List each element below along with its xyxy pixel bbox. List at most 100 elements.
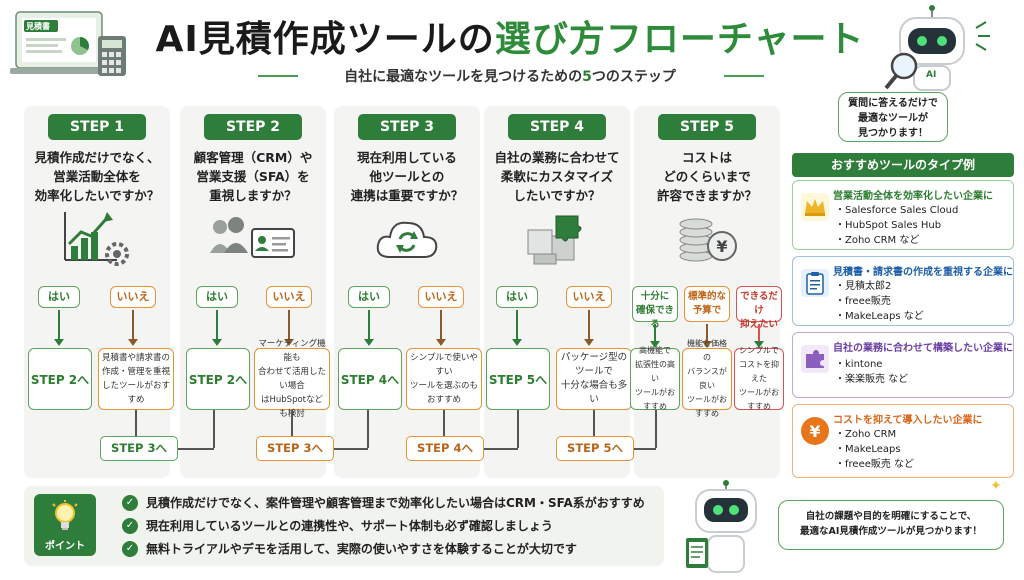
recommend-item: ・見積太郎2: [835, 281, 892, 292]
step-1-no-pill: いいえ: [110, 286, 156, 308]
step-2-yes-pill: はい: [196, 286, 238, 308]
point-badge: ポイント: [34, 494, 96, 556]
title-main: AI見積作成ツールの: [155, 19, 495, 60]
recommend-item: ・MakeLeaps など: [835, 311, 924, 322]
step-5-badge: STEP 5: [658, 114, 756, 140]
recommend-group-title: コストを抑えて導入したい企業に: [833, 415, 983, 426]
step-5-option-2-pill: 標準的な予算で: [684, 286, 730, 322]
tip-1: ✓ 見積作成だけでなく、案件管理や顧客管理まで効率化したい場合はCRM・SFA系が…: [122, 494, 645, 511]
bubble-line-3: 見つかります！: [858, 128, 928, 139]
recommend-item: ・freee販売: [835, 296, 891, 307]
step-1-to-2-connector: [178, 448, 214, 450]
recommend-group-cost: ¥ コストを抑えて導入したい企業に ・Zoho CRM ・MakeLeaps ・…: [792, 404, 1014, 478]
step-4-badge: STEP 4: [508, 114, 606, 140]
step-2-next: STEP 3へ: [256, 436, 334, 461]
puzzle-icon: [484, 208, 630, 268]
step-5-option-1-pill: 十分に確保できる: [632, 286, 678, 330]
bubble-line-1: 質問に答えるだけで: [848, 98, 938, 109]
step-2-no-result: マーケティング機能も合わせて活用したい場合はHubSpotなども検討: [254, 339, 330, 419]
step-2-up-connector: [213, 410, 215, 448]
tip-text: 無料トライアルやデモを活用して、実際の使いやすさを体験することが大切です: [146, 542, 577, 556]
recommend-item: ・HubSpot Sales Hub: [835, 220, 942, 231]
step-1-next: STEP 3へ: [100, 436, 178, 461]
check-icon: ✓: [122, 494, 138, 511]
puzzle-icon: [801, 345, 829, 373]
step-3-no-arrow: [436, 310, 446, 346]
step-3-next: STEP 4へ: [406, 436, 484, 461]
crown-icon: [801, 193, 829, 221]
step-3-up-connector: [367, 410, 369, 448]
bubble-line-2: 最適なツールが: [858, 113, 928, 124]
recommend-item: ・Zoho CRM: [835, 429, 897, 440]
step-2-yes-arrow: [212, 310, 222, 346]
step-4-no-result: パッケージ型のツールで十分な場合も多い: [556, 348, 632, 410]
subtitle-line-right: [724, 75, 764, 77]
robot-magnifier-illustration: AI: [880, 4, 1000, 94]
step-3-yes-result: STEP 4へ: [338, 348, 402, 410]
step-4-no-arrow: [584, 310, 594, 346]
tip-text: 見積作成だけでなく、案件管理や顧客管理まで効率化したい場合はCRM・SFA系がお…: [146, 496, 645, 510]
customer-management-icon: [180, 208, 326, 268]
page-subtitle: 自社に最適なツールを見つけるための5つのステップ: [250, 66, 770, 86]
recommend-item: ・kintone: [835, 359, 883, 370]
step-3-yes-arrow: [364, 310, 374, 346]
step-3-yes-pill: はい: [348, 286, 390, 308]
recommend-group-custom: 自社の業務に合わせて構築したい企業に ・kintone ・楽楽販売 など: [792, 332, 1014, 398]
step-4-yes-pill: はい: [496, 286, 538, 308]
step-3-no-pill: いいえ: [418, 286, 464, 308]
recommend-group-title: 見積書・請求書の作成を重視する企業に: [833, 267, 1013, 278]
lightbulb-icon: [52, 500, 78, 530]
step-4-yes-result: STEP 5へ: [486, 348, 550, 410]
step-3-badge: STEP 3: [358, 114, 456, 140]
laptop-illustration: 見積書: [10, 6, 130, 86]
step-2-question: 顧客管理（CRM）や営業支援（SFA）を重視しますか？: [193, 150, 313, 203]
step-3-connector: [443, 410, 445, 436]
step-4-yes-arrow: [512, 310, 522, 346]
step-2-to-3-connector: [334, 448, 368, 450]
cloud-sync-icon: [334, 208, 480, 268]
step-1-no-result: 見積書や請求書の作成・管理を重視したツールがおすすめ: [98, 348, 174, 410]
recommend-group-title: 自社の業務に合わせて構築したい企業に: [833, 343, 1013, 354]
title-highlight: 選び方フローチャート: [494, 19, 865, 60]
check-icon: ✓: [122, 517, 138, 534]
svg-text:¥: ¥: [716, 237, 727, 256]
coins-yen-icon: ¥: [634, 208, 780, 268]
closing-speech-bubble: 自社の課題や目的を明確にすることで、 最適なAI見積作成ツールが見つかります！: [778, 500, 1004, 550]
recommend-group-title: 営業活動全体を効率化したい企業に: [833, 191, 993, 202]
tip-3: ✓ 無料トライアルやデモを活用して、実際の使いやすさを体験することが大切です: [122, 540, 577, 557]
subtitle-num: 5: [582, 69, 592, 85]
step-4-next: STEP 5へ: [556, 436, 634, 461]
step-4-up-connector: [517, 410, 519, 448]
subtitle-pre: 自社に最適なツールを見つけるための: [344, 69, 583, 85]
step-5-option-3-arrow: [754, 324, 764, 348]
step-5-option-1-arrow: [650, 324, 660, 348]
closing-line-1: 自社の課題や目的を明確にすることで、: [805, 511, 977, 522]
tip-text: 現在利用しているツールとの連携性や、サポート体制も必ず確認しましょう: [146, 519, 553, 533]
subtitle-line-left: [258, 75, 298, 77]
ai-badge: AI: [926, 70, 937, 80]
tip-2: ✓ 現在利用しているツールとの連携性や、サポート体制も必ず確認しましょう: [122, 517, 553, 534]
step-4-to-5-connector: [634, 448, 656, 450]
step-5-option-1-result: 高機能で拡張性の高いツールがおすすめ: [630, 346, 680, 411]
step-1-connector: [135, 410, 137, 436]
step-3-question: 現在利用している他ツールとの連携は重要ですか？: [350, 150, 464, 203]
step-5-option-2-arrow: [702, 324, 712, 348]
step-4-no-pill: いいえ: [566, 286, 612, 308]
point-label: ポイント: [45, 541, 85, 552]
step-1-no-arrow: [128, 310, 138, 346]
step-2-no-arrow: [284, 310, 294, 346]
step-2-yes-result: STEP 2へ: [186, 348, 250, 410]
laptop-screen-label: 見積書: [26, 22, 50, 31]
recommend-item: ・MakeLeaps: [835, 444, 901, 455]
step-5-question: コストはどのくらいまで許容できますか？: [656, 150, 757, 203]
recommend-heading: おすすめツールのタイプ例: [792, 153, 1014, 177]
check-icon: ✓: [122, 540, 138, 557]
step-3-no-result: シンプルで使いやすいツールを選ぶのもおすすめ: [406, 348, 482, 410]
step-5-option-2-result: 機能と価格のバランスが良いツールがおすすめ: [682, 339, 732, 418]
robot-clipboard-illustration: [678, 480, 774, 576]
step-1-yes-pill: はい: [38, 286, 80, 308]
page-title: AI見積作成ツールの選び方フローチャート: [150, 10, 870, 62]
step-5-option-3-result: シンプルでコストを抑えたツールがおすすめ: [734, 346, 784, 411]
recommend-group-sales: 営業活動全体を効率化したい企業に ・Salesforce Sales Cloud…: [792, 180, 1014, 250]
step-2-no-pill: いいえ: [266, 286, 312, 308]
